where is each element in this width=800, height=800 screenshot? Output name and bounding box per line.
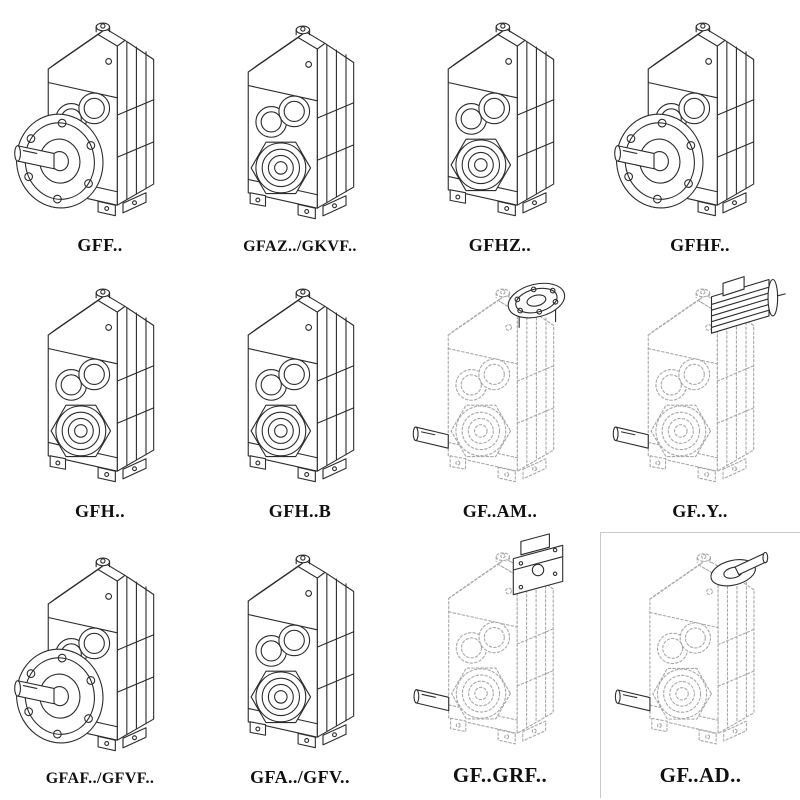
model-label: GFAZ../GKVF..	[243, 238, 357, 255]
catalog-item-gf-am: GF..AM..	[400, 266, 600, 532]
catalog-item-gfaf-gfvf: GFAF../GFVF..	[0, 532, 200, 798]
catalog-item-gf-grf: GF..GRF..	[400, 532, 600, 798]
output-shaft	[412, 426, 449, 449]
output-shaft	[413, 689, 450, 712]
gearbox-drawing-hollow	[47, 288, 155, 483]
gearbox-drawing-flange	[8, 557, 155, 752]
gearbox-drawing-flange	[8, 22, 155, 217]
catalog-item-gfh: GFH..	[0, 266, 200, 532]
gearbox-drawing-input-shaft	[614, 551, 768, 745]
gearbox-drawing-hollow	[247, 554, 355, 749]
adapter-block	[512, 533, 564, 596]
model-label: GFHZ..	[468, 235, 532, 255]
model-label: GF..Y..	[672, 501, 728, 521]
model-label: GFHF..	[670, 235, 730, 255]
gearbox-drawing-adapter	[413, 533, 564, 745]
model-label: GF..AM..	[462, 501, 538, 521]
catalog-item-gfh-b: GFH..B	[200, 266, 400, 532]
model-label: GF..AD..	[659, 763, 742, 787]
catalog-item-gfhf: GFHF..	[600, 0, 800, 266]
model-label: GF..GRF..	[452, 763, 548, 787]
catalog-item-gfaz-gkvf: GFAZ../GKVF..	[200, 0, 400, 266]
output-shaft	[612, 426, 649, 449]
catalog-item-gf-ad: GF..AD..	[600, 532, 800, 798]
model-label: GFH..	[75, 501, 125, 521]
gearbox-drawing-hollow	[247, 25, 355, 220]
gearbox-drawing-input-flange	[412, 277, 569, 483]
gearbox-drawing-hollow	[247, 288, 355, 483]
gearbox-drawing-flange	[608, 22, 755, 217]
gearbox-drawing-hollow	[447, 22, 555, 217]
model-label: GFF..	[77, 235, 123, 255]
catalog-item-gff: GFF..	[0, 0, 200, 266]
catalog-item-gfhz: GFHZ..	[400, 0, 600, 266]
input-shaft-adapter	[707, 551, 768, 591]
model-label: GFH..B	[268, 501, 332, 521]
output-shaft	[614, 689, 650, 712]
catalog-item-gfa-gfv: GFA../GFV..	[200, 532, 400, 798]
model-label: GFA../GFV..	[250, 767, 350, 787]
gearbox-drawing-motor	[612, 276, 786, 483]
catalog-item-gf-y: GF..Y..	[600, 266, 800, 532]
model-label: GFAF../GFVF..	[45, 770, 155, 787]
